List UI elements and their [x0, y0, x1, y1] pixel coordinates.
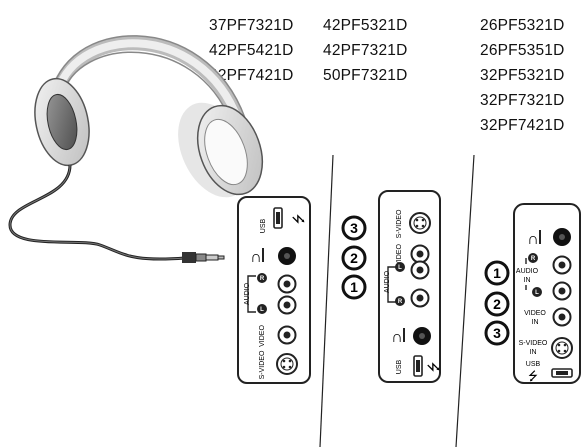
r-badge: R: [260, 276, 265, 282]
headphones-icon: [8, 35, 264, 263]
model-name: 26PF5321D: [480, 17, 565, 34]
svg-text:3: 3: [493, 325, 501, 341]
number-badge-3: 3: [341, 215, 367, 241]
connector-panel-left: USB ⭍ ∩ AUDIO R L VIDEO S-VIDEO: [237, 196, 311, 384]
svideo-label: S-VIDEO: [259, 350, 266, 379]
audio-in-label-1: AUDIO: [516, 268, 539, 275]
l-badge: L: [260, 307, 264, 313]
headphone-icon: ∩: [391, 329, 403, 346]
audio-in-label-2: IN: [524, 277, 531, 284]
r-badge: R: [531, 256, 536, 262]
model-name: 42PF7421D: [209, 67, 294, 84]
usb-icon: ⭍: [426, 361, 441, 372]
model-name: 42PF7321D: [323, 42, 408, 59]
headphone-icon: ∩: [250, 249, 262, 266]
number-badge-2: 2: [484, 291, 510, 317]
model-name: 32PF5321D: [480, 67, 565, 84]
r-badge: R: [398, 299, 403, 305]
model-name: 32PF7421D: [480, 117, 565, 134]
divider-line: [319, 154, 334, 447]
model-name: 42PF5321D: [323, 17, 408, 34]
svg-text:3: 3: [350, 220, 358, 236]
svideo-in-label-2: IN: [530, 349, 537, 356]
l-badge: L: [535, 290, 539, 296]
svg-text:2: 2: [493, 296, 501, 312]
usb-label: USB: [526, 361, 541, 368]
number-badge-1: 1: [341, 274, 367, 300]
divider-line: [455, 154, 475, 447]
video-in-label-2: IN: [532, 319, 539, 326]
model-name: 32PF7321D: [480, 92, 565, 109]
video-label: VIDEO: [396, 244, 403, 266]
number-badge-3: 3: [484, 320, 510, 346]
svideo-in-label-1: S-VIDEO: [519, 340, 548, 347]
usb-icon: ⭍: [291, 213, 306, 224]
usb-label: USB: [260, 218, 267, 233]
model-name: 42PF5421D: [209, 42, 294, 59]
connector-panel-middle: 3 2 1 S-VIDEO VIDEO AUDIO L R ∩: [341, 190, 441, 383]
video-in-label-1: VIDEO: [524, 310, 546, 317]
model-list-column-1: 37PF7321D 42PF5421D 42PF7421D: [209, 13, 294, 88]
usb-label: USB: [396, 359, 403, 374]
usb-icon: ⭍: [528, 369, 538, 383]
model-name: 50PF7321D: [323, 67, 408, 84]
video-label: VIDEO: [259, 325, 266, 347]
model-list-column-3: 26PF5321D 26PF5351D 32PF5321D 32PF7321D …: [480, 13, 565, 138]
headphone-icon: ∩: [527, 231, 539, 248]
svg-text:2: 2: [350, 250, 358, 266]
number-badge-2: 2: [341, 245, 367, 271]
connector-panel-right: ∩ R AUDIO IN L VIDEO IN S-VIDEO IN USB ⭍: [484, 203, 581, 384]
number-badge-1: 1: [484, 260, 510, 286]
model-list-column-2: 42PF5321D 42PF7321D 50PF7321D: [323, 13, 408, 88]
model-name: 26PF5351D: [480, 42, 565, 59]
svg-text:1: 1: [493, 265, 501, 281]
svideo-label: S-VIDEO: [396, 209, 403, 238]
model-name: 37PF7321D: [209, 17, 294, 34]
svg-text:1: 1: [350, 279, 358, 295]
l-badge: L: [398, 265, 402, 271]
